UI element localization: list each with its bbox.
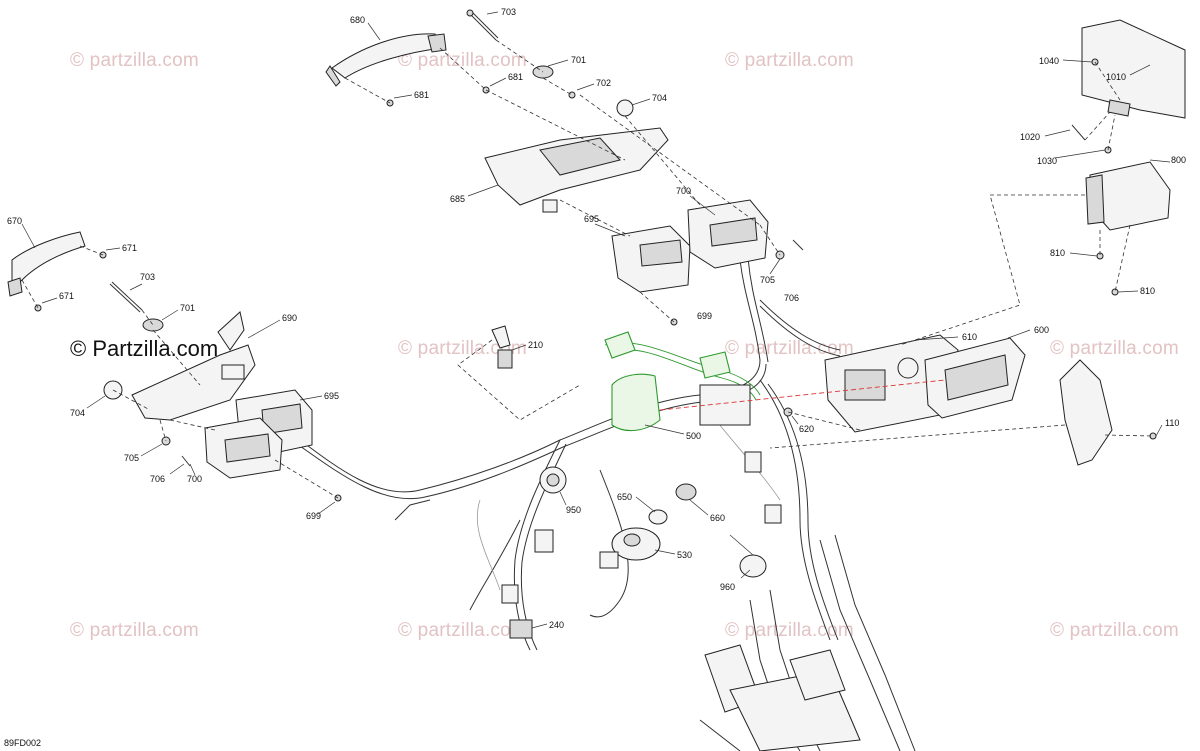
callout-240: 240 xyxy=(549,620,565,630)
watermark: © partzilla.com xyxy=(398,338,527,359)
callout-960: 960 xyxy=(720,582,736,592)
part-610-gauge-housing xyxy=(824,334,959,433)
callout-620: 620 xyxy=(799,424,815,434)
callout-695: 695 xyxy=(324,391,340,401)
callout-650: 650 xyxy=(617,492,633,502)
callout-703: 703 xyxy=(501,7,517,17)
part-660-connector xyxy=(675,483,697,501)
part-702-screw xyxy=(568,91,576,99)
callout-703: 703 xyxy=(140,272,156,282)
part-650-grommet xyxy=(648,509,668,525)
watermark-primary: © Partzilla.com xyxy=(70,336,219,361)
leader-lines xyxy=(21,11,1171,629)
harness-connector xyxy=(599,551,619,569)
callout-706: 706 xyxy=(784,293,800,303)
part-685-bracket xyxy=(484,127,669,213)
watermark: © partzilla.com xyxy=(70,620,199,641)
callout-680: 680 xyxy=(350,15,366,25)
callout-600: 600 xyxy=(1034,325,1050,335)
callout-1040: 1040 xyxy=(1039,56,1060,66)
callout-701: 701 xyxy=(180,303,196,313)
part-240-connector xyxy=(509,619,533,639)
watermark: © partzilla.com xyxy=(725,50,854,71)
callout-810: 810 xyxy=(1050,248,1066,258)
callout-681: 681 xyxy=(508,72,524,82)
watermark: © partzilla.com xyxy=(1050,620,1179,641)
part-671-screw xyxy=(34,304,42,312)
part-670-bracket xyxy=(7,231,86,297)
callout-1030: 1030 xyxy=(1037,156,1058,166)
part-1020-bolt xyxy=(1071,124,1086,141)
callout-210: 210 xyxy=(528,340,544,350)
callout-705: 705 xyxy=(124,453,140,463)
part-530-switch xyxy=(611,527,661,561)
callout-685: 685 xyxy=(450,194,466,204)
callout-700: 700 xyxy=(676,186,692,196)
callout-1010: 1010 xyxy=(1106,72,1127,82)
part-700-relay-box xyxy=(687,199,769,269)
callout-705: 705 xyxy=(760,275,776,285)
callout-704: 704 xyxy=(70,408,86,418)
part-1010-bracket xyxy=(1081,19,1186,119)
callout-671: 671 xyxy=(59,291,75,301)
frame-structure xyxy=(699,534,916,751)
callout-706: 706 xyxy=(150,474,166,484)
watermark: © partzilla.com xyxy=(725,620,854,641)
part-810-screw xyxy=(1111,288,1119,296)
watermark: © partzilla.com xyxy=(398,50,527,71)
callout-704: 704 xyxy=(652,93,668,103)
harness-connector xyxy=(501,584,519,604)
part-695-fuse-box xyxy=(611,225,691,293)
part-700-relay-box xyxy=(204,417,283,479)
part-706-screw xyxy=(181,455,191,467)
part-110-bracket xyxy=(1059,359,1113,466)
watermark: © partzilla.com xyxy=(70,50,199,71)
part-701-grommet xyxy=(142,318,164,332)
callout-699: 699 xyxy=(306,511,322,521)
part-703-bolt xyxy=(109,281,143,313)
callout-110: 110 xyxy=(1165,418,1180,428)
watermark: © partzilla.com xyxy=(1050,338,1179,359)
callout-699: 699 xyxy=(697,311,713,321)
callout-660: 660 xyxy=(710,513,726,523)
part-706-screw xyxy=(792,239,804,251)
part-690-bracket xyxy=(131,311,256,421)
callout-800: 800 xyxy=(1171,155,1187,165)
harness-connector xyxy=(534,529,554,553)
part-960-cover xyxy=(739,554,767,578)
callout-671: 671 xyxy=(122,243,138,253)
callout-530: 530 xyxy=(677,550,693,560)
watermark: © partzilla.com xyxy=(398,620,527,641)
part-210-connector xyxy=(491,325,513,369)
callout-700: 700 xyxy=(187,474,203,484)
callout-690: 690 xyxy=(282,313,298,323)
callout-610: 610 xyxy=(962,332,978,342)
callout-701: 701 xyxy=(571,55,587,65)
callout-681: 681 xyxy=(414,90,430,100)
harness-connector xyxy=(764,504,782,524)
part-703-bolt xyxy=(466,9,499,41)
assembly-lines xyxy=(21,39,1154,499)
part-704-grommet xyxy=(616,99,634,117)
callout-500: 500 xyxy=(686,431,702,441)
callout-950: 950 xyxy=(566,505,582,515)
callout-695: 695 xyxy=(584,214,600,224)
part-800-module xyxy=(1085,161,1171,231)
part-600-gauge xyxy=(924,337,1026,419)
harness-junction-box xyxy=(699,384,751,426)
part-950-switch xyxy=(539,466,567,494)
callout-810: 810 xyxy=(1140,286,1156,296)
harness-connector xyxy=(744,451,762,473)
callout-1020: 1020 xyxy=(1020,132,1041,142)
callout-670: 670 xyxy=(7,216,23,226)
callout-702: 702 xyxy=(596,78,612,88)
part-680-bracket xyxy=(325,33,447,87)
figure-code: 89FD002 xyxy=(4,738,42,748)
